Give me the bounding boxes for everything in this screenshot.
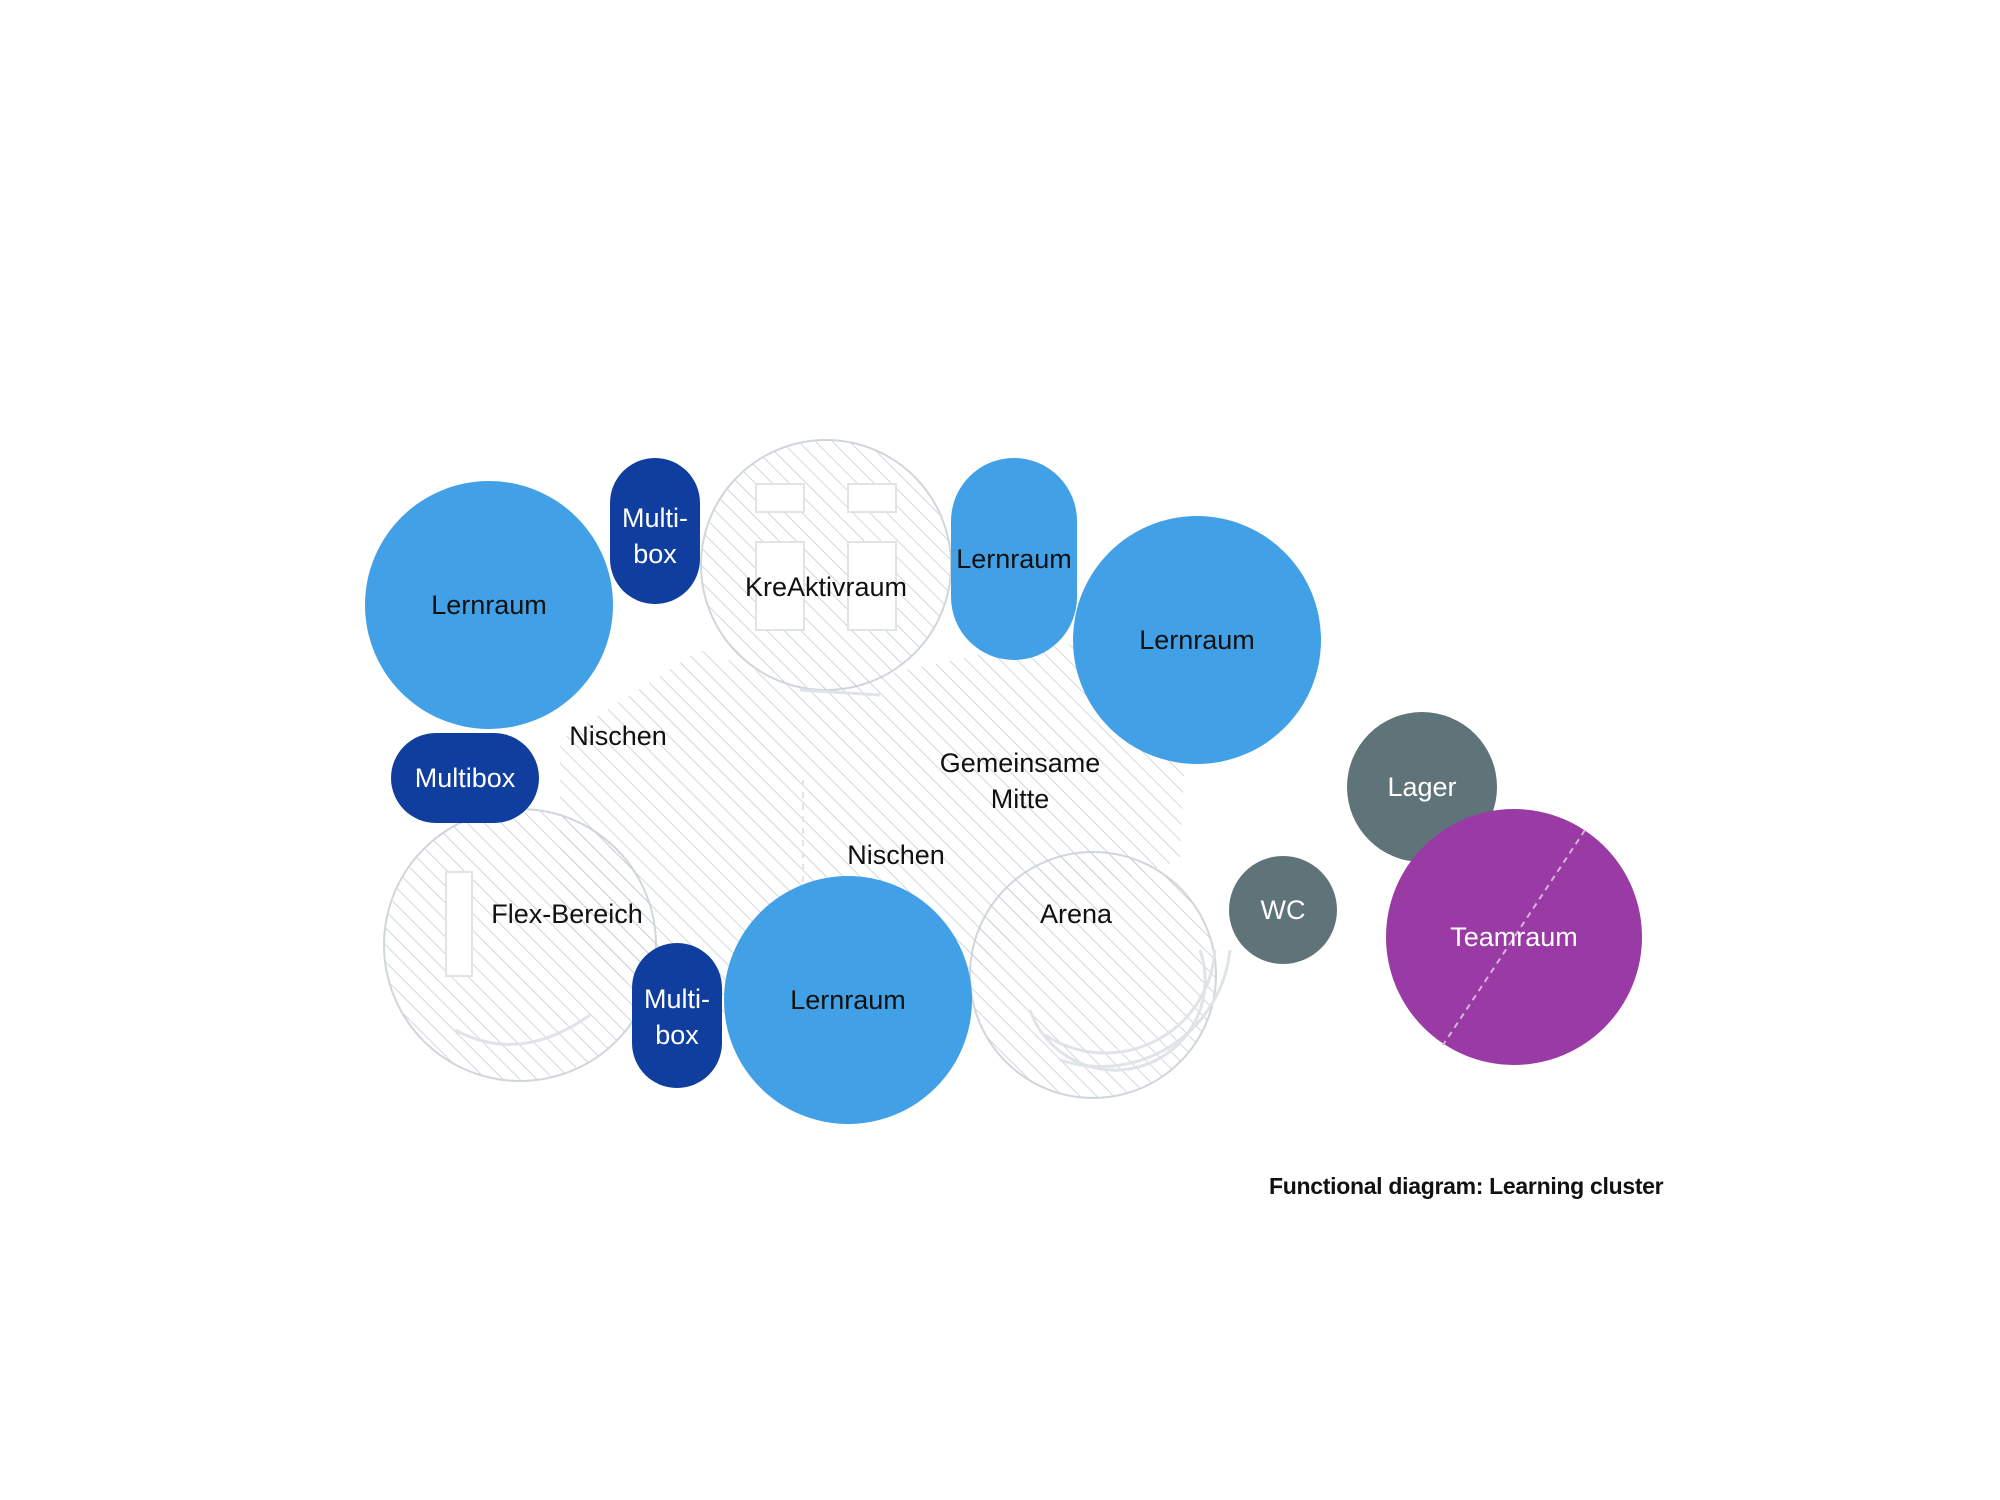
multibox-left-label: Multibox <box>415 763 516 793</box>
lernraum-2-label: Lernraum <box>956 544 1072 574</box>
arena-label: Arena <box>1040 899 1113 929</box>
gemeinsame-mitte-label-line2: Mitte <box>991 784 1050 814</box>
kreaktivraum-label: KreAktivraum <box>745 572 907 602</box>
multibox-bottom-label-line2: box <box>655 1020 699 1050</box>
lager-label: Lager <box>1387 772 1456 802</box>
teamraum: Teamraum <box>1386 809 1642 1065</box>
lernraum-1-label: Lernraum <box>431 590 547 620</box>
multibox-top-label-line1: Multi- <box>622 503 688 533</box>
wc: WC <box>1229 856 1337 964</box>
teamraum-divider <box>1442 829 1586 1046</box>
lernraum-4-label: Lernraum <box>790 985 906 1015</box>
teamraum-label: Teamraum <box>1450 922 1578 952</box>
diagram-caption: Functional diagram: Learning cluster <box>1269 1173 1664 1199</box>
multibox-top: Multi- box <box>610 458 700 604</box>
kreaktivraum-tables <box>755 483 897 631</box>
arena-steps <box>1028 949 1232 1072</box>
floor-plan-background <box>383 439 1232 1099</box>
wc-label: WC <box>1261 895 1306 925</box>
gemeinsame-mitte-zone <box>560 640 1185 1030</box>
multibox-bottom: Multi- box <box>632 943 722 1088</box>
lernraum-3-label: Lernraum <box>1139 625 1255 655</box>
multibox-top-label-line2: box <box>633 539 677 569</box>
kreaktivraum-zone <box>700 439 952 691</box>
lernraum-2: Lernraum <box>951 458 1077 660</box>
kreaktivraum-boundary <box>799 688 881 697</box>
multibox-bottom-label-line1: Multi- <box>644 984 710 1014</box>
nischen-upper-label: Nischen <box>569 721 667 751</box>
nischen-lower-label: Nischen <box>847 840 945 870</box>
multibox-left: Multibox <box>391 733 539 823</box>
lernraum-4: Lernraum <box>724 876 972 1124</box>
lernraum-1: Lernraum <box>365 481 613 729</box>
gemeinsame-mitte-label-line1: Gemeinsame <box>940 748 1101 778</box>
lernraum-3: Lernraum <box>1073 516 1321 764</box>
flex-bereich-label: Flex-Bereich <box>491 899 643 929</box>
flex-bereich-furniture <box>445 871 591 1046</box>
